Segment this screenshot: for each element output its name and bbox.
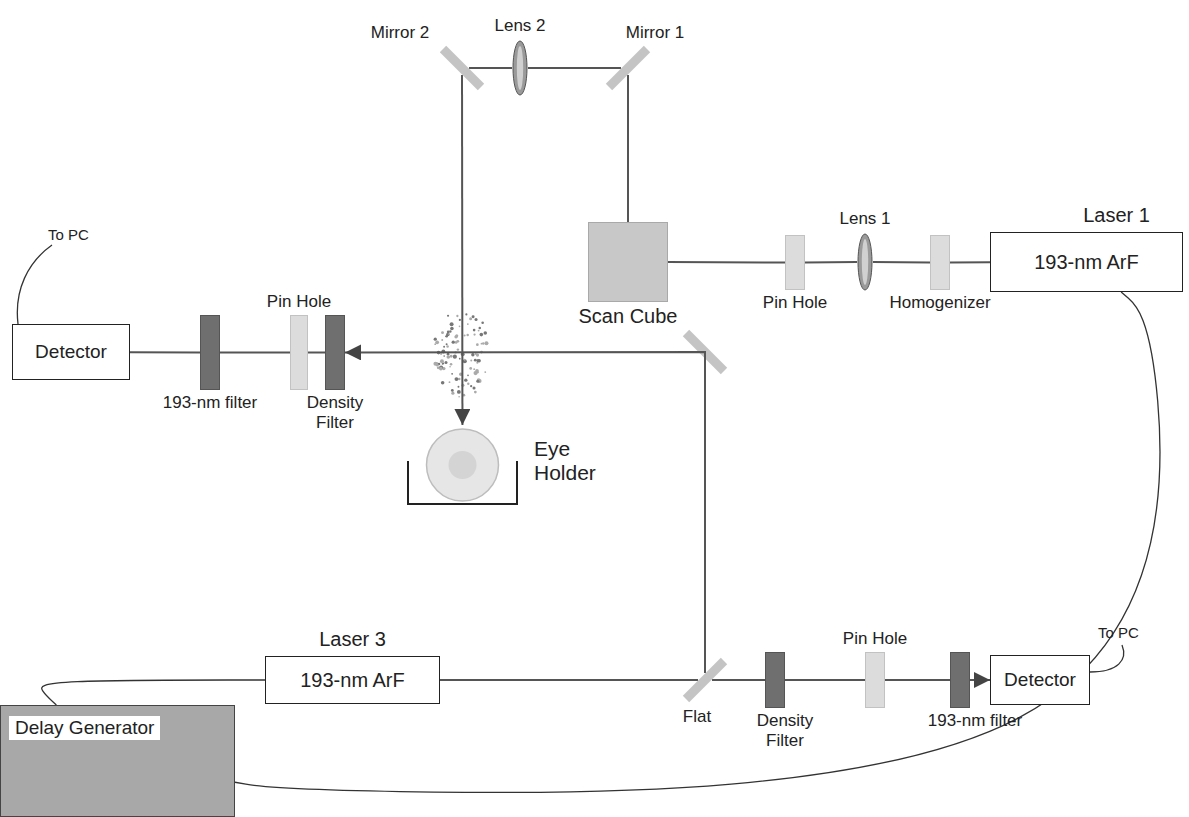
component-label: Detector (1004, 669, 1076, 691)
component-label: Flat (683, 707, 711, 727)
delay-generator: Delay Generator (0, 705, 235, 817)
homogenizer: Homogenizer (930, 235, 950, 290)
wire-label: To PC (48, 226, 89, 243)
laser-beam (950, 261, 990, 263)
mirror: Mirror 2 (455, 61, 469, 75)
laser-beam (130, 351, 200, 353)
pin-hole: Pin Hole (785, 235, 805, 290)
filter: 193-nm filter (200, 315, 220, 390)
device-box: Detector (990, 655, 1090, 705)
component-label: Homogenizer (889, 293, 990, 313)
laser-beam (805, 261, 857, 263)
lens: Lens 1 (857, 233, 873, 291)
component-label: 193-nm ArF (300, 669, 404, 692)
device-box: Detector (12, 324, 130, 380)
component-label: 193-nm filter (928, 711, 1022, 731)
laser-beam (440, 679, 698, 681)
mirror: Flat (698, 673, 712, 687)
laser-beam (308, 352, 325, 354)
lens: Lens 2 (512, 40, 528, 96)
wire-label: To PC (1098, 624, 1139, 641)
laser-beam (528, 67, 621, 69)
eye-holder: Eye Holder (405, 425, 520, 507)
laser-beam (712, 679, 765, 681)
component-label: Pin Hole (763, 293, 827, 313)
laser-beam (627, 75, 629, 222)
pin-hole: Pin Hole (290, 315, 308, 390)
component-label: Scan Cube (579, 305, 678, 328)
device-box: Laser 1193-nm ArF (990, 232, 1183, 292)
pin-hole: Pin Hole (865, 652, 885, 708)
trigger-wire (235, 292, 1160, 793)
laser-beam (220, 352, 290, 354)
component-label: Pin Hole (843, 629, 907, 649)
laser-beam (873, 261, 930, 263)
laser-beam (461, 75, 463, 425)
device-box: Laser 3193-nm ArF (265, 656, 440, 704)
component-label: Lens 1 (839, 209, 890, 229)
laser-beam (970, 679, 990, 681)
trigger-wire (42, 680, 265, 705)
component-label: Laser 1 (1083, 204, 1150, 227)
component-label: Density Filter (749, 711, 821, 750)
laser-beam (785, 679, 865, 681)
filter: Density Filter (325, 315, 345, 390)
filter: Density Filter (765, 652, 785, 708)
laser-beam (345, 352, 705, 673)
pc-wire (17, 245, 52, 324)
scan-cube: Scan Cube (588, 222, 668, 302)
filter: 193-nm filter (950, 652, 970, 708)
laser-beam (885, 679, 950, 681)
mirror: Mirror 1 (621, 61, 635, 75)
component-label: 193-nm ArF (1034, 251, 1138, 274)
component-label: Laser 3 (319, 628, 386, 651)
component-label: Detector (35, 341, 107, 363)
component-label: Density Filter (299, 393, 371, 432)
component-label: Eye Holder (534, 437, 612, 485)
component-label: Pin Hole (267, 292, 331, 312)
component-label: Mirror 1 (626, 23, 685, 43)
laser-beam (668, 261, 785, 263)
laser-beam (469, 67, 512, 69)
component-label: Lens 2 (494, 16, 545, 36)
component-label: Mirror 2 (371, 23, 430, 43)
ablation-plume (433, 313, 488, 397)
component-label: 193-nm filter (163, 393, 257, 413)
component-label: Delay Generator (9, 716, 160, 740)
